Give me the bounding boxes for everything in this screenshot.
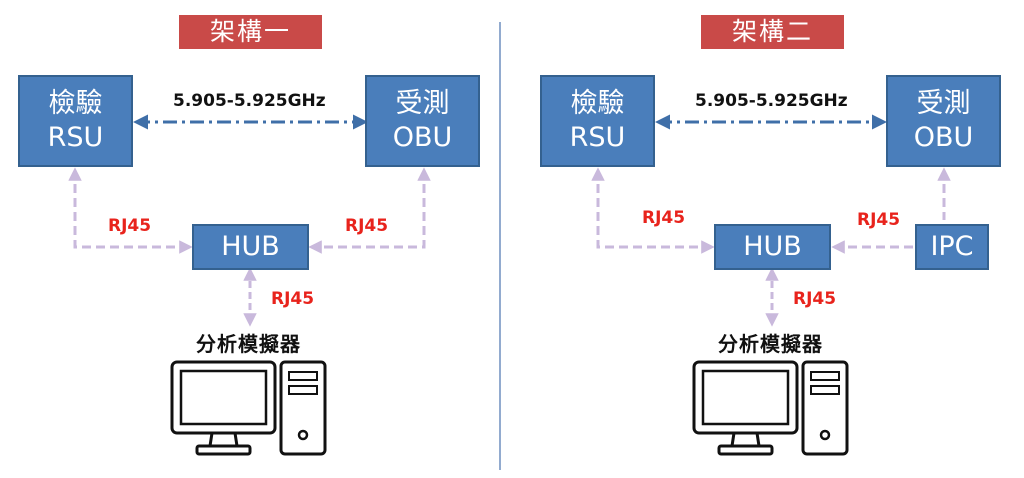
arch2-obu-line2: OBU — [913, 122, 974, 153]
arch1-rsu-line1: 檢驗 — [48, 88, 103, 119]
arch2-obu-line1: 受測 — [916, 88, 971, 119]
arch2-obu-box: 受測 OBU — [886, 75, 1001, 167]
arch1-title: 架構一 — [179, 15, 322, 49]
arch2-title: 架構二 — [701, 15, 844, 49]
arch1-rj45-bottom-label: RJ45 — [271, 289, 315, 309]
arch1-rsu-hub-link — [68, 167, 193, 254]
arch2-rsu-line1: 檢驗 — [570, 88, 625, 119]
arch1-rsu-line2: RSU — [47, 122, 104, 153]
arch2-frequency-label: 5.905-5.925GHz — [695, 91, 848, 111]
arch2-rj45-right-label: RJ45 — [857, 210, 901, 230]
arch2-desktop-computer-icon — [692, 360, 849, 456]
arch1-hub-box: HUB — [192, 224, 309, 270]
arch1-obu-hub-link — [308, 167, 431, 254]
arch1-rsu-box: 檢驗 RSU — [18, 75, 133, 167]
arch1-rj45-left-label: RJ45 — [108, 216, 152, 236]
arch1-obu-box: 受測 OBU — [365, 75, 480, 167]
arch1-frequency-label: 5.905-5.925GHz — [173, 91, 326, 111]
arch1-obu-line1: 受測 — [395, 88, 450, 119]
arch2-rj45-left-label: RJ45 — [642, 208, 686, 228]
arch2-rsu-hub-link — [591, 167, 715, 254]
arch1-obu-line2: OBU — [392, 122, 453, 153]
arch2-hub-box: HUB — [714, 224, 831, 270]
arch2-ipc-box: IPC — [915, 224, 989, 270]
arch1-desktop-computer-icon — [170, 360, 327, 456]
arch1-pc-label: 分析模擬器 — [196, 332, 301, 356]
arch2-rj45-bottom-label: RJ45 — [793, 289, 837, 309]
arch1-rj45-right-label: RJ45 — [345, 216, 389, 236]
arch2-rsu-line2: RSU — [569, 122, 626, 153]
arch2-pc-label: 分析模擬器 — [718, 332, 823, 356]
arch2-rsu-box: 檢驗 RSU — [540, 75, 655, 167]
